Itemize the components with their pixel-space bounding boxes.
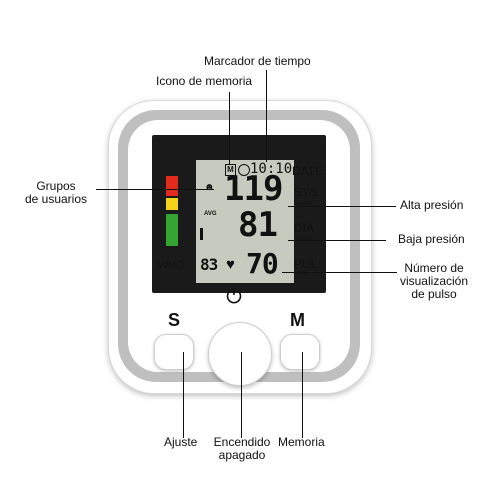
power-icon [225, 287, 242, 304]
pulse-line [282, 272, 397, 273]
pul-label: PUL [294, 257, 318, 271]
callout-pulse: Número de visualización de pulso [396, 262, 472, 301]
memory-line [302, 352, 303, 438]
lcd-screen [196, 160, 294, 283]
user-icon: ☻ [204, 182, 215, 193]
callout-time-marker: Marcador de tiempo [204, 54, 311, 68]
callout-user-groups-line1: Grupos [36, 179, 76, 193]
memory-button[interactable] [280, 334, 320, 370]
time-marker-line [266, 70, 267, 162]
power-line [241, 352, 242, 438]
clock-icon [238, 164, 250, 176]
high-pressure-line [288, 206, 396, 207]
dia-label: DIA [294, 221, 315, 235]
diastolic-readout: 81 [238, 205, 278, 245]
who-bar-green [166, 214, 178, 246]
user-groups-line [96, 189, 214, 190]
time-readout: 10:10 [250, 161, 293, 177]
set-button-label: S [168, 310, 181, 330]
sys-label: SYS [294, 185, 319, 199]
sys-unit: mmHg [294, 201, 312, 207]
avg-label: AVG [204, 211, 217, 217]
callout-memory-icon: Icono de memoria [156, 74, 253, 88]
who-label: WHO [158, 259, 185, 271]
who-bar-red [166, 176, 178, 196]
systolic-readout: 119 [224, 169, 283, 209]
memory-icon-line [229, 92, 230, 164]
power-button[interactable] [208, 322, 272, 386]
memory-button-label: M [290, 310, 305, 330]
date-label: DATE [292, 164, 324, 178]
callout-power-line1: Encendido [213, 435, 271, 449]
callout-user-groups: Grupos de usuarios [18, 180, 94, 206]
who-bar-yellow [166, 198, 178, 210]
callout-adjust: Ajuste [164, 435, 198, 449]
adjust-line [183, 352, 184, 438]
callout-pulse-line2: visualización [399, 274, 469, 288]
avg-bar [200, 228, 203, 240]
callout-memory: Memoria [278, 435, 325, 449]
callout-user-groups-line2: de usuarios [24, 192, 88, 206]
memory-indicator-icon: M [225, 164, 236, 176]
heart-icon: ♥ [226, 256, 235, 273]
pul-unit: /MIN [296, 271, 307, 277]
callout-low-pressure: Baja presión [398, 232, 465, 246]
set-button[interactable] [154, 334, 194, 370]
dia-unit: mmHg [294, 236, 312, 242]
callout-pulse-line3: de pulso [411, 287, 457, 301]
low-pressure-line [288, 240, 386, 241]
callout-high-pressure: Alta presión [400, 198, 464, 212]
memory-number-readout: 83 [200, 255, 218, 274]
callout-power: Encendido apagado [208, 436, 276, 462]
pulse-readout: 70 [246, 247, 279, 280]
callout-pulse-line1: Número de [404, 261, 464, 275]
callout-power-line2: apagado [218, 448, 266, 462]
